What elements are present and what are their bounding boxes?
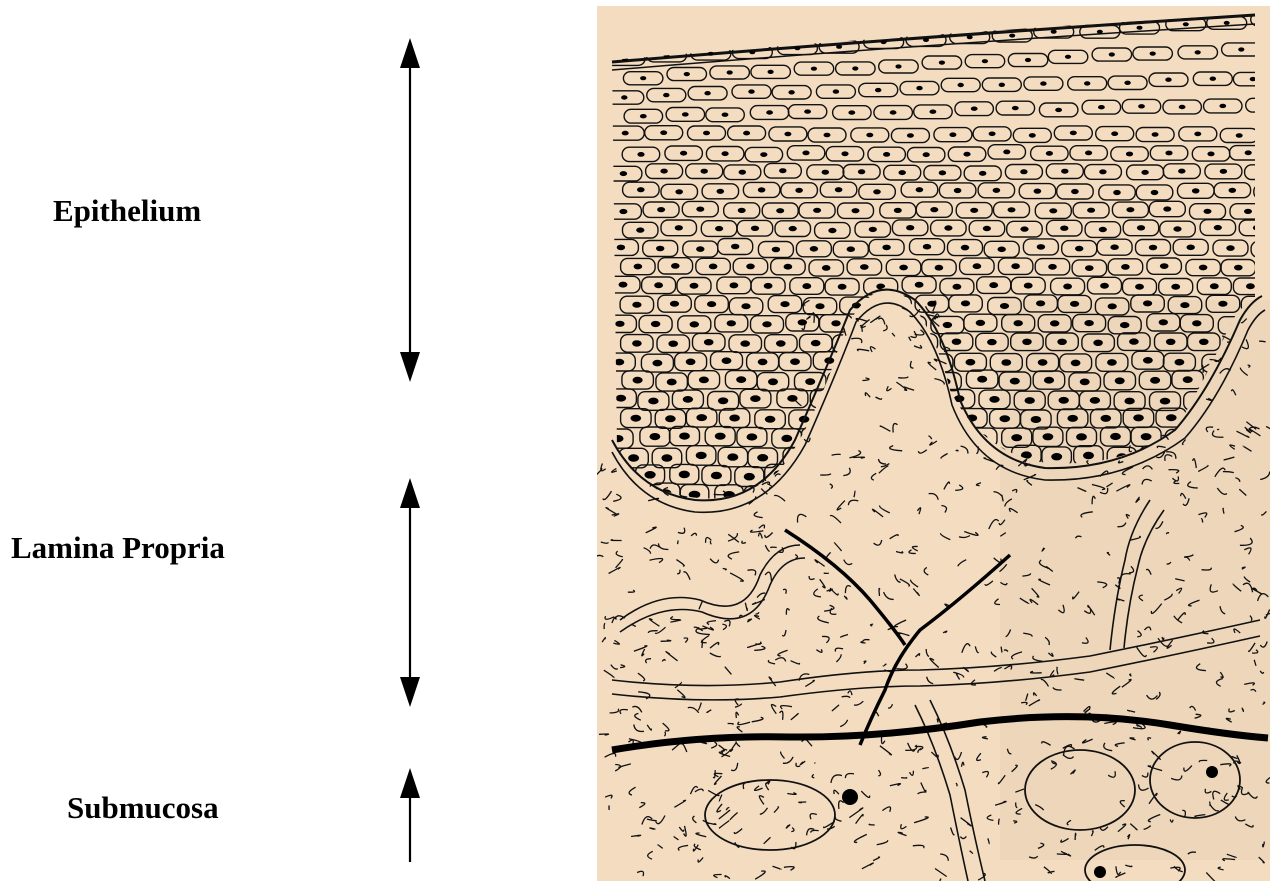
- submucosa-extent-arrow: [400, 768, 420, 862]
- lamina-propria-extent-arrow: [400, 478, 420, 707]
- epithelium-extent-arrow: [400, 38, 420, 382]
- histology-illustration: [595, 6, 1273, 884]
